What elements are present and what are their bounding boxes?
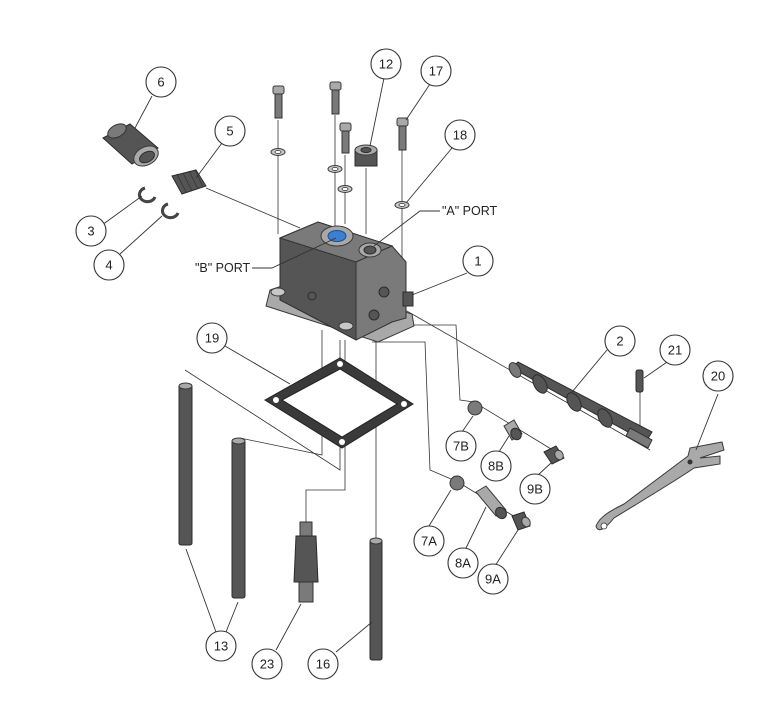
part-8b-sleeve <box>503 419 523 441</box>
part-9b-nut <box>543 445 565 465</box>
callout-8a: 8A <box>447 547 479 579</box>
assembly-centerlines <box>184 115 651 540</box>
part-17-bolt <box>396 117 409 151</box>
bolt-mid <box>327 81 343 173</box>
callout-4: 4 <box>93 249 125 281</box>
callout-9b-label: 9B <box>527 482 543 497</box>
leader-lines <box>101 77 719 653</box>
part-18-washer <box>394 201 410 209</box>
callout-9a-label: 9A <box>485 572 501 587</box>
callout-3-label: 3 <box>87 224 94 239</box>
callout-7b-label: 7B <box>453 439 469 454</box>
part-2-spool <box>508 361 653 449</box>
callout-17: 17 <box>420 55 452 87</box>
part-12-plug <box>354 144 378 167</box>
callout-2-label: 2 <box>616 334 623 349</box>
centerline-7a-9a <box>372 341 521 521</box>
callout-13: 13 <box>205 630 237 662</box>
part-13-tube-b <box>231 437 246 599</box>
part-1-valve-body <box>265 221 415 343</box>
callout-23-label: 23 <box>260 657 274 672</box>
callout-7a-label: 7A <box>421 534 437 549</box>
callout-8b: 8B <box>480 450 512 482</box>
part-7b-ball <box>467 400 483 416</box>
callout-19: 19 <box>196 322 228 354</box>
callout-4-label: 4 <box>105 258 112 273</box>
part-8a-sleeve <box>475 485 507 520</box>
callout-6: 6 <box>145 66 177 98</box>
part-19-gasket <box>264 357 414 449</box>
callout-18: 18 <box>444 119 476 151</box>
part-6-cap <box>102 123 159 167</box>
port-b-opening <box>327 230 347 242</box>
callout-9a: 9A <box>477 563 509 595</box>
part-5-spring <box>171 169 207 195</box>
callout-8b-label: 8B <box>488 459 504 474</box>
part-7a-ball <box>449 475 465 491</box>
callout-20: 20 <box>702 360 734 392</box>
part-13-tube-a <box>178 382 193 546</box>
callout-21-label: 21 <box>668 343 682 358</box>
part-20-handle <box>595 441 725 531</box>
callout-5: 5 <box>214 115 246 147</box>
callout-8a-label: 8A <box>455 556 471 571</box>
callout-1: 1 <box>462 245 494 277</box>
callout-9b: 9B <box>519 473 551 505</box>
callout-12: 12 <box>370 48 402 80</box>
centerline-7b-9b <box>400 324 557 453</box>
part-16-rod <box>369 537 383 661</box>
part-4-ring <box>161 202 180 220</box>
callout-23: 23 <box>251 648 283 680</box>
callout-16-label: 16 <box>316 657 330 672</box>
part-3-ring <box>138 186 157 204</box>
callout-5-label: 5 <box>226 124 233 139</box>
callout-6-label: 6 <box>157 75 164 90</box>
callout-18-label: 18 <box>453 128 467 143</box>
callout-19-label: 19 <box>205 331 219 346</box>
callout-20-label: 20 <box>711 369 725 384</box>
b-port-label: "B" PORT <box>195 261 251 275</box>
callout-16: 16 <box>307 648 339 680</box>
callout-21: 21 <box>659 334 691 366</box>
part-9a-nut <box>511 511 531 531</box>
callout-3: 3 <box>75 215 107 247</box>
bolt-short <box>337 122 353 193</box>
callout-2: 2 <box>604 325 636 357</box>
part-23-fitting <box>293 521 319 603</box>
callout-7b: 7B <box>445 430 477 462</box>
callout-12-label: 12 <box>379 57 393 72</box>
bolt-left <box>270 85 286 156</box>
part-21-pin <box>635 369 644 393</box>
callout-17-label: 17 <box>429 64 443 79</box>
centerline-spring <box>205 187 301 229</box>
a-port-label: "A" PORT <box>442 204 498 218</box>
callout-13-label: 13 <box>214 639 228 654</box>
callout-1-label: 1 <box>474 254 481 269</box>
callout-7a: 7A <box>413 525 445 557</box>
